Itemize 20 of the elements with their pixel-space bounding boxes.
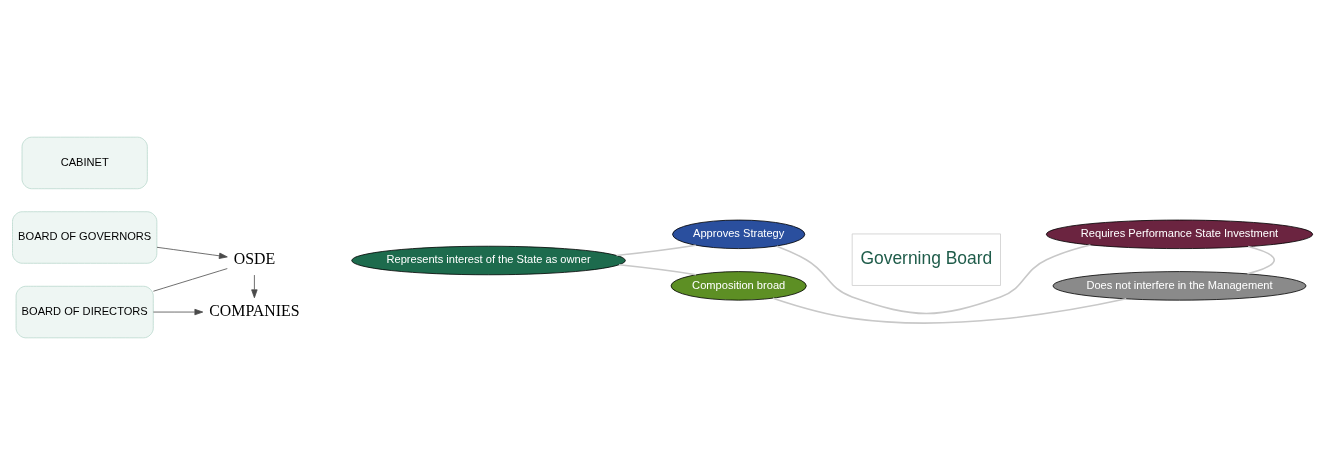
node-ellipse: Does not interfere in the Management [1052,270,1307,301]
node-ellipse: Represents interest of the State as owner [351,245,626,275]
node-box: BOARD OF GOVERNORS [12,210,158,264]
arrow [153,308,204,315]
connector [615,243,697,256]
node-text: OSDE [233,249,276,267]
node-box: BOARD OF DIRECTORS [15,285,154,338]
node-text: COMPANIES [209,301,300,319]
node-ellipse: Composition broad [670,270,807,301]
connector [776,243,1092,314]
connector [772,296,1128,324]
node-box: Governing Board [851,233,1001,286]
node-ellipse: Requires Performance State Investment [1045,219,1314,249]
arrow [251,274,258,298]
connector [1246,245,1275,275]
node-ellipse: Approves Strategy [672,219,806,249]
arrow [156,246,228,259]
connector [153,267,228,292]
connector [618,263,697,276]
node-box: CABINET [21,136,148,189]
